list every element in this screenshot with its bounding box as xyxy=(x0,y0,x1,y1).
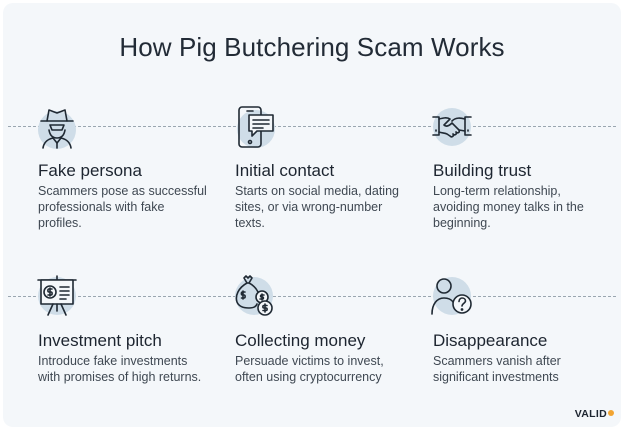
logo-dot-icon xyxy=(608,410,614,416)
step-heading: Investment pitch xyxy=(38,331,162,350)
step-description: Scammers pose as successful professional… xyxy=(38,184,207,230)
step-heading: Disappearance xyxy=(433,331,548,350)
step-heading: Collecting money xyxy=(235,331,366,350)
person-question-icon xyxy=(430,274,474,318)
money-bags-icon xyxy=(232,274,276,318)
step-description: Scammers vanish after significant invest… xyxy=(433,354,561,384)
spy-icon xyxy=(35,105,79,149)
step-heading: Fake persona xyxy=(38,161,142,180)
step-heading: Building trust xyxy=(433,161,532,180)
presentation-board-icon xyxy=(35,274,79,318)
brand-logo: VALID xyxy=(575,408,614,420)
step-description: Persuade victims to invest, often using … xyxy=(235,354,384,384)
step-description: Introduce fake investments with promises… xyxy=(38,354,202,384)
timeline-row-2 xyxy=(8,296,616,297)
infographic-card xyxy=(3,3,621,427)
step-heading: Initial contact xyxy=(235,161,335,180)
handshake-icon xyxy=(430,105,474,149)
phone-message-icon xyxy=(234,105,278,149)
page-title: How Pig Butchering Scam Works xyxy=(119,32,505,62)
timeline-row-1 xyxy=(8,126,616,127)
logo-text: VALID xyxy=(574,408,607,420)
step-description: Starts on social media, dating sites, or… xyxy=(235,184,399,230)
step-description: Long-term relationship, avoiding money t… xyxy=(433,184,584,230)
